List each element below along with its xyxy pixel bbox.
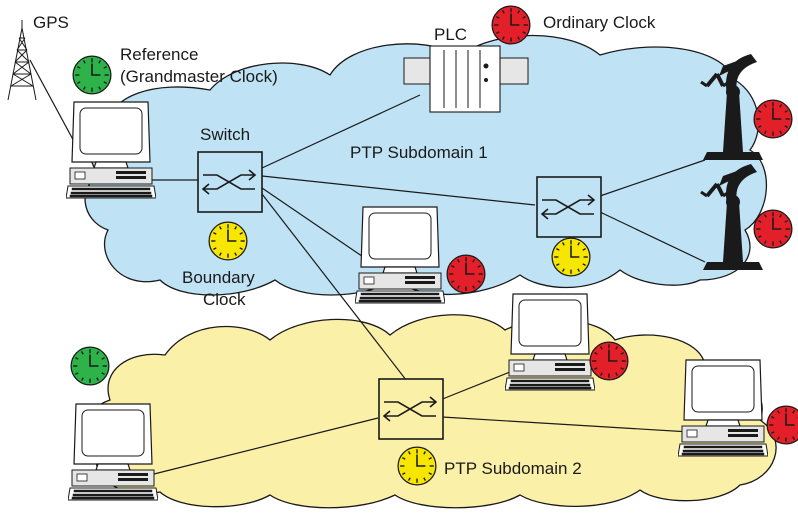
computer-icon (66, 101, 156, 199)
gps-antenna-icon (7, 20, 37, 101)
clock-icon (72, 55, 112, 95)
ptp-subdomain-1-label: PTP Subdomain 1 (350, 143, 488, 162)
computer-icon (68, 403, 158, 501)
ordinary-clock-label: Ordinary Clock (543, 13, 656, 32)
switch-icon (378, 378, 444, 440)
clock-icon (753, 209, 793, 249)
switch-icon (536, 176, 602, 238)
boundary-label: Boundary (182, 268, 255, 287)
gps-label: GPS (33, 13, 69, 32)
computer-icon (505, 293, 595, 391)
clock-icon (551, 237, 591, 277)
clock-icon (70, 346, 110, 386)
grandmaster-clock-label: (Grandmaster Clock) (120, 67, 278, 86)
clock-icon (491, 5, 531, 45)
plc-label: PLC (434, 25, 467, 44)
computer-icon (355, 206, 445, 304)
clock-icon (766, 405, 798, 445)
plc-icon (403, 45, 529, 113)
clock-icon (397, 446, 437, 486)
clock-icon (753, 99, 793, 139)
reference-label: Reference (120, 45, 198, 64)
clock-icon (589, 341, 629, 381)
clock-icon (446, 254, 486, 294)
ptp-subdomain-2-label: PTP Subdomain 2 (444, 459, 582, 478)
switch-label: Switch (200, 125, 250, 144)
switch-icon (197, 151, 263, 213)
boundary-clock-label: Clock (203, 290, 246, 309)
network-links (149, 94, 706, 476)
clock-icon (208, 221, 248, 261)
computer-icon (678, 359, 768, 457)
